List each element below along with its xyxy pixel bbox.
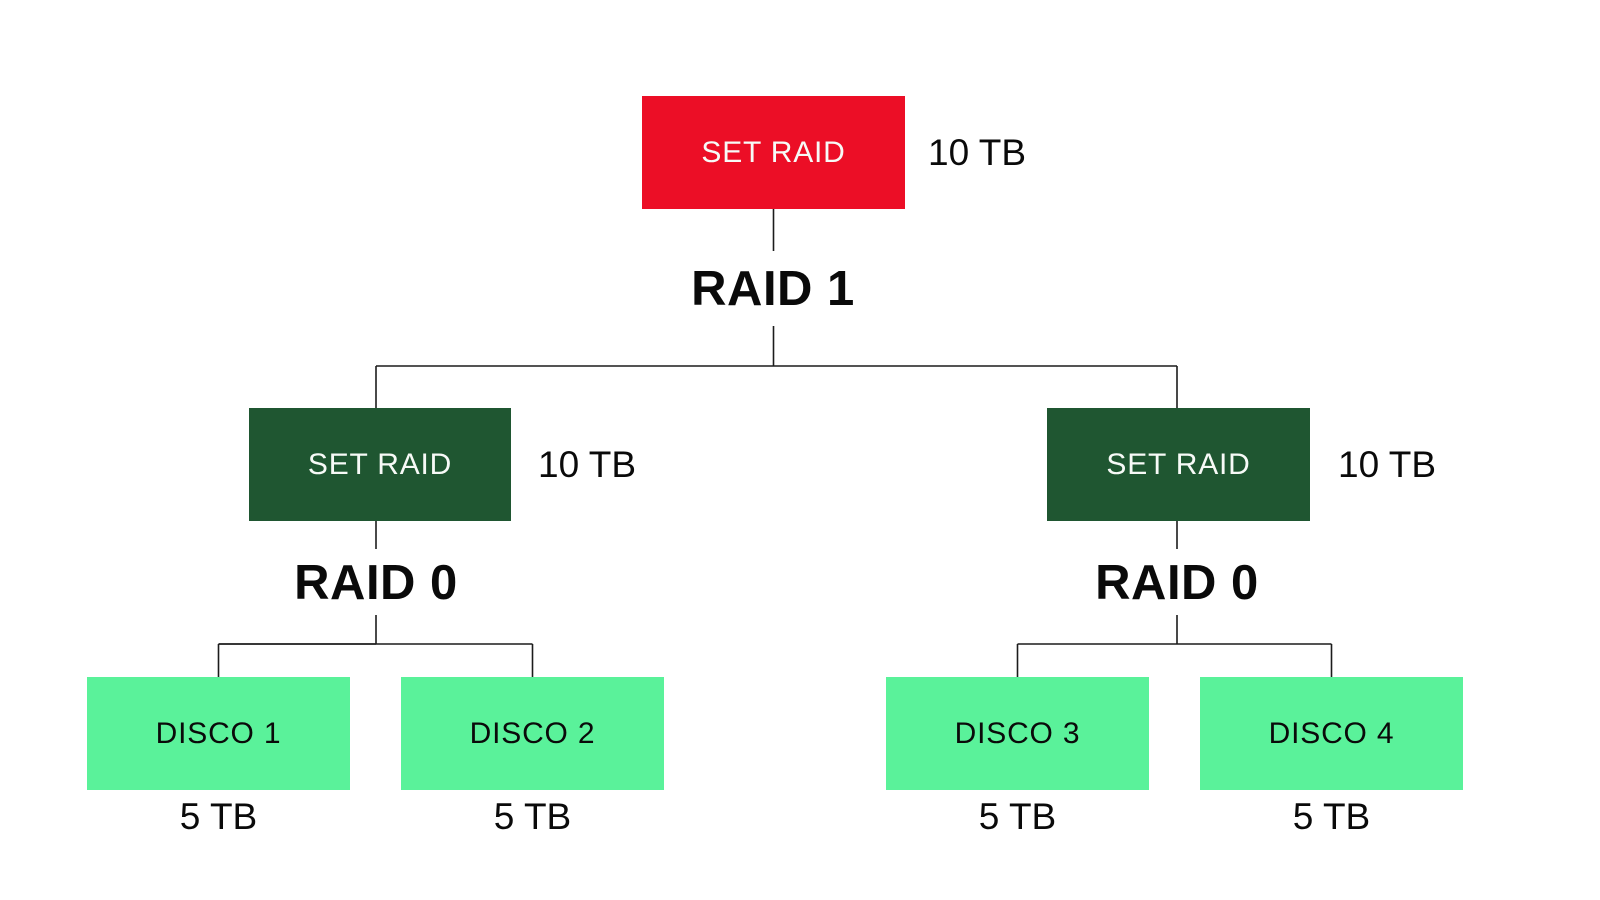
root-capacity-label: 10 TB [928,131,1027,173]
disco2-capacity-label: 5 TB [493,796,572,837]
set-raid-group1-label: SET RAID [307,447,453,481]
disk-disco1-box: DISCO 1 [87,677,350,790]
disco1-capacity-label: 5 TB [179,796,258,837]
disco4-capacity-label: 5 TB [1292,796,1371,837]
set-raid-group2-box: SET RAID [1047,408,1310,521]
raid0-right-level-label: RAID 0 [1095,556,1259,610]
group1-capacity-label: 10 TB [538,443,637,485]
disk-disco3-label: DISCO 3 [954,716,1081,750]
raid0-left-level-label: RAID 0 [294,556,458,610]
disk-disco4-label: DISCO 4 [1268,716,1395,750]
set-raid-root-label: SET RAID [701,135,846,169]
disk-disco2-box: DISCO 2 [401,677,664,790]
disk-disco4-box: DISCO 4 [1200,677,1463,790]
set-raid-group2-label: SET RAID [1106,447,1251,481]
raid1-level-label: RAID 1 [691,262,855,316]
set-raid-group1-box: SET RAID [249,408,511,521]
disk-disco1-label: DISCO 1 [155,716,282,750]
group2-capacity-label: 10 TB [1338,443,1437,485]
set-raid-root-box: SET RAID [642,96,905,209]
disco3-capacity-label: 5 TB [978,796,1057,837]
disk-disco2-label: DISCO 2 [469,716,596,750]
disk-disco3-box: DISCO 3 [886,677,1149,790]
